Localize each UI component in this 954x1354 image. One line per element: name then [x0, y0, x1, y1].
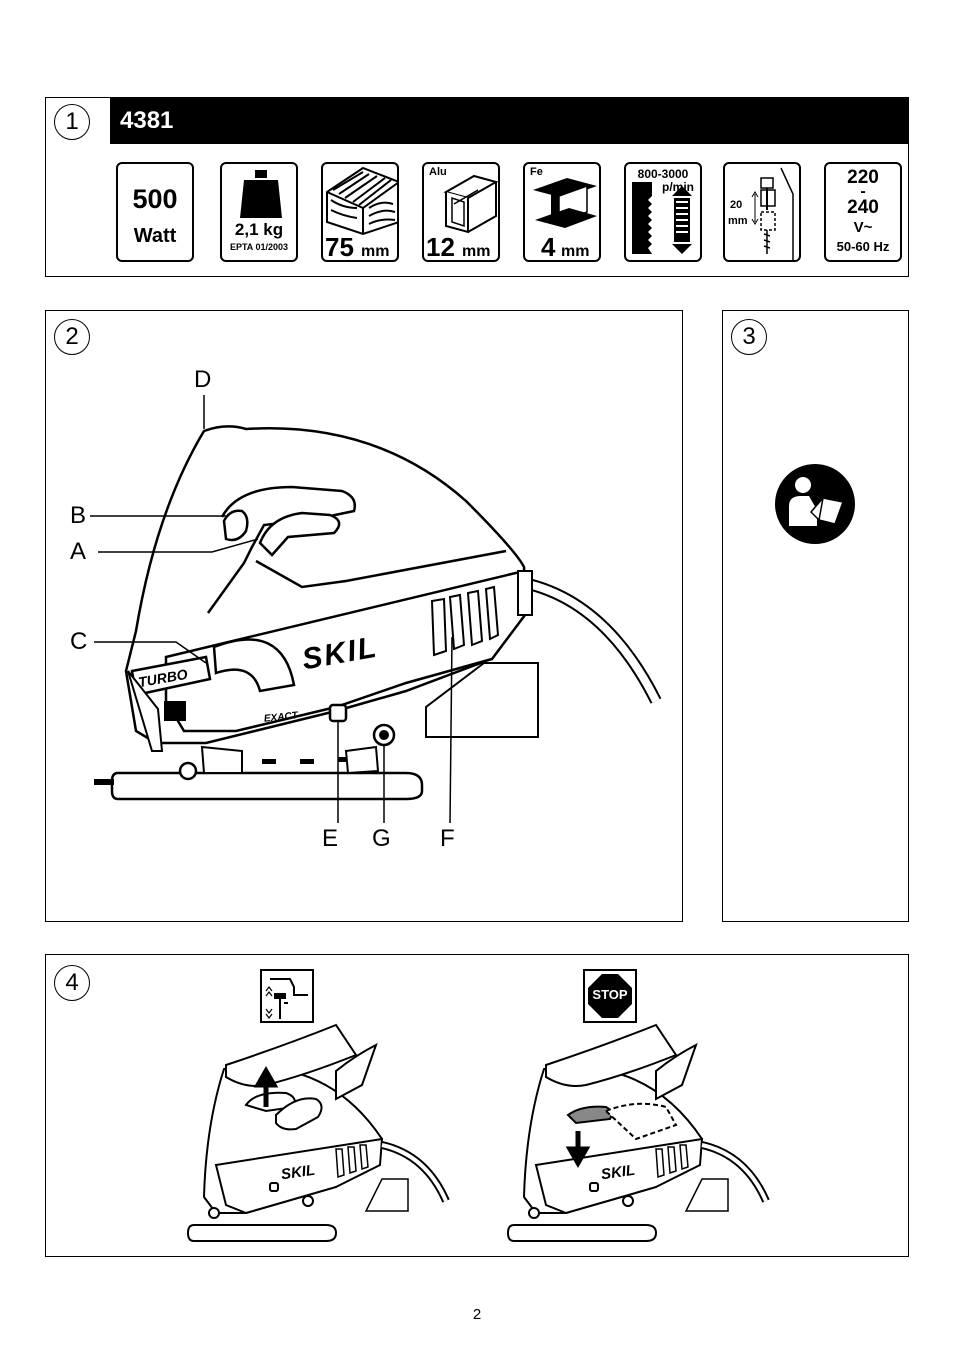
weight-value: 2,1 kg: [234, 220, 284, 239]
tool-overview-panel: 2: [45, 310, 683, 922]
alu-label: Alu: [429, 166, 447, 178]
voltage-symbol: V~: [853, 219, 873, 236]
weight-standard: EPTA 01/2003: [229, 242, 289, 252]
jigsaw-illustration: [90, 395, 662, 824]
jigsaw-blade-release-illustration: [186, 1023, 450, 1242]
frequency-value: 50-60 Hz: [836, 239, 890, 254]
callout-b: B: [70, 502, 87, 529]
fe-unit: mm: [561, 243, 590, 260]
read-manual-icon: [775, 464, 855, 544]
wood-grain-icon: [326, 166, 397, 236]
wood-value: 75: [325, 232, 354, 262]
power-value: 500: [132, 184, 178, 214]
voltage-spec-box: 220 - 240 V~ 50-60 Hz: [824, 162, 902, 262]
panel-number-1: 1: [54, 104, 90, 140]
voltage-top: 220: [847, 167, 879, 188]
alu-value: 12: [426, 232, 455, 262]
technical-data-panel: 1 4381 500 Watt 2,1 kg EPTA 01/2003 75 m…: [45, 97, 909, 277]
callout-c: C: [70, 628, 88, 655]
panel-number-4: 4: [54, 965, 90, 1001]
jigsaw-switch-off-illustration: [506, 1023, 770, 1242]
aluminium-profile-icon: [443, 174, 498, 234]
alu-unit: mm: [462, 243, 491, 260]
variable-speed-icon: [632, 182, 692, 254]
panel-number-2: 2: [54, 319, 90, 355]
weight-spec-box: 2,1 kg EPTA 01/2003: [220, 162, 298, 262]
stroke-length-box: 20 mm: [723, 162, 801, 262]
page-number: 2: [472, 1306, 482, 1323]
voltage-dash: -: [860, 183, 866, 200]
wood-capacity-box: 75 mm: [321, 162, 399, 262]
stroke-length-icon: [751, 167, 794, 260]
blade-release-icon: [260, 969, 314, 1023]
stroke-length-unit: mm: [728, 215, 748, 227]
stroke-rate-box: 800-3000 p/min: [624, 162, 702, 262]
callout-d: D: [194, 366, 212, 393]
stroke-length-value: 20: [730, 199, 743, 211]
fe-label: Fe: [530, 166, 543, 178]
stroke-rate-value: 800-3000: [637, 167, 689, 181]
callout-f: F: [440, 825, 455, 852]
power-unit: Watt: [133, 225, 177, 247]
panel-number-3: 3: [731, 319, 767, 355]
steel-beam-icon: [533, 178, 597, 228]
power-spec-box: 500 Watt: [116, 162, 194, 262]
fe-value: 4: [541, 232, 556, 262]
read-instructions-panel: 3: [722, 310, 909, 922]
stop-label: STOP: [592, 987, 628, 1002]
voltage-bottom: 240: [847, 197, 879, 218]
stop-sign-icon: [583, 969, 637, 1023]
callout-e: E: [322, 825, 339, 852]
weight-icon: [240, 170, 282, 218]
callout-a: A: [70, 538, 87, 565]
model-number-bar: 4381: [110, 98, 908, 144]
wood-unit: mm: [361, 243, 390, 260]
callout-g: G: [372, 825, 391, 852]
steel-capacity-box: Fe 4 mm: [523, 162, 601, 262]
blade-change-panel: 4 STOP SKIL: [45, 954, 909, 1257]
aluminium-capacity-box: Alu 12 mm: [422, 162, 500, 262]
